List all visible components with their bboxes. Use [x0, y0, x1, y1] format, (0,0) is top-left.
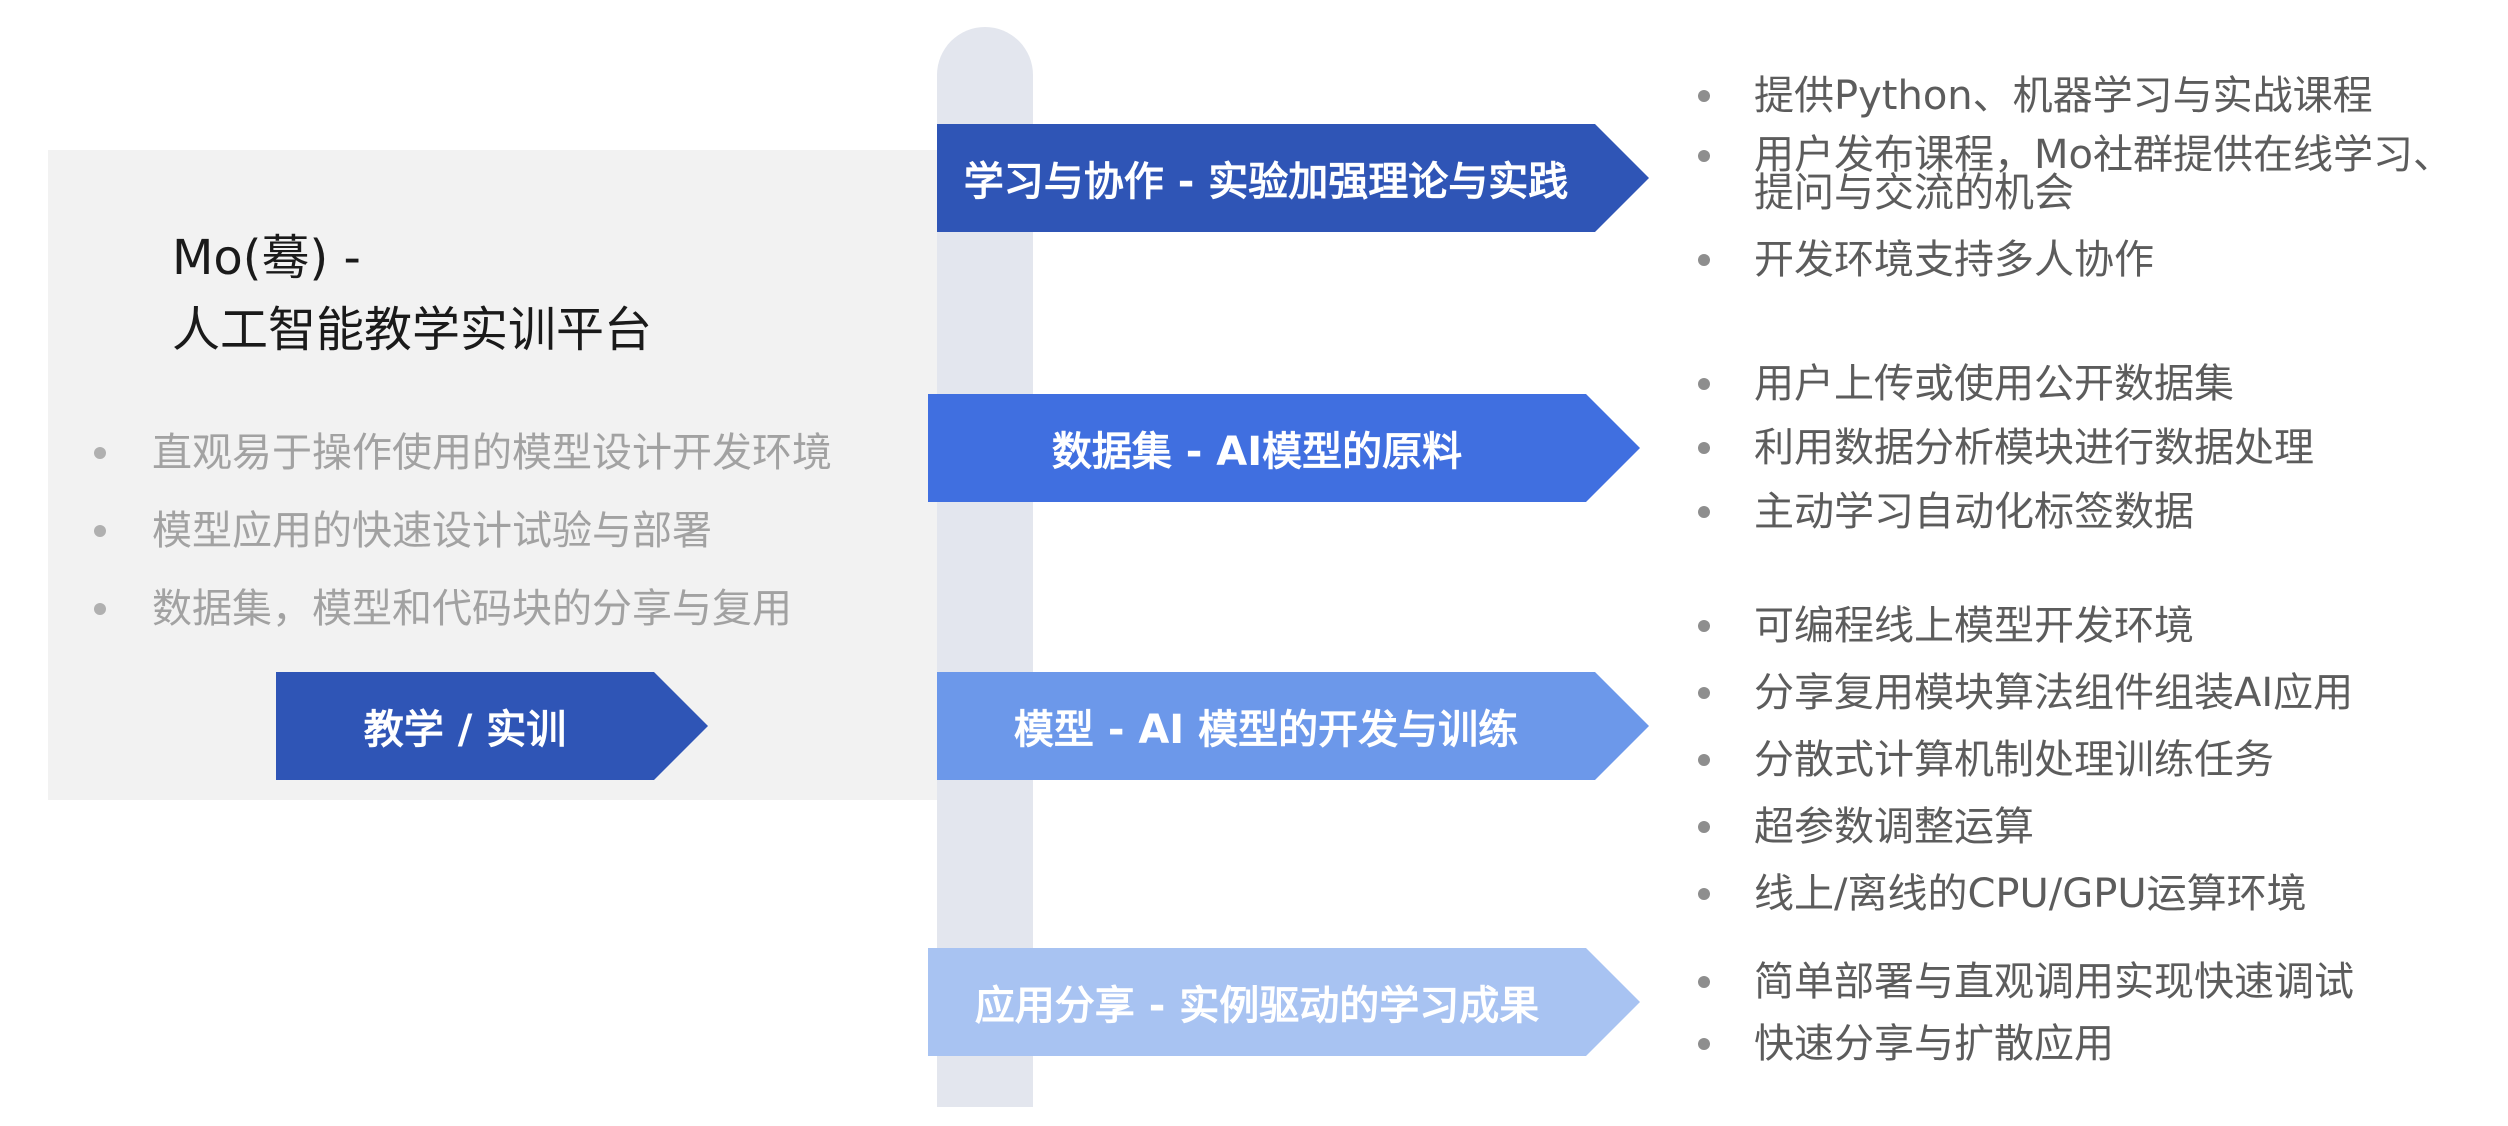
learning-bullet-item: 开发环境支持多人协作: [1690, 240, 2453, 280]
learning-bullet-line: 用户发布课程，Mo社群提供在线学习、: [1754, 132, 2453, 178]
model-bullet-item: 分散式计算机制处理训练任务: [1690, 740, 2353, 807]
stage-arrow-app-sharing: 应用分享 - 实例驱动的学习成果: [928, 948, 1640, 1056]
model-bullet-item: 可编程线上模型开发环境: [1690, 606, 2353, 673]
dataset-bullet-list: 用户上传或使用公开数据集 利用数据分析模块进行数据处理 主动学习自动化标签数据: [1690, 364, 2314, 556]
model-bullet-item: 分享复用模块算法组件组装AI应用: [1690, 673, 2353, 740]
learning-bullet-item: 提供Python、机器学习与实战课程: [1690, 76, 2453, 136]
learning-bullet-line: 提问与交流的机会: [1754, 170, 2074, 216]
dataset-bullet-item: 用户上传或使用公开数据集: [1690, 364, 2314, 428]
dataset-bullet-item: 利用数据分析模块进行数据处理: [1690, 428, 2314, 492]
platform-feature-list: 直观易于操作使用的模型设计开发环境 模型应用的快速设计试验与部署 数据集，模型和…: [92, 422, 832, 656]
dataset-bullet-item: 主动学习自动化标签数据: [1690, 492, 2314, 556]
stage-arrow-learning: 学习与协作 - 实验加强理论与实践: [937, 124, 1649, 232]
platform-feature-item: 直观易于操作使用的模型设计开发环境: [92, 422, 832, 500]
platform-title-line2: 人工智能教学实训平台: [172, 302, 653, 358]
learning-bullet-list: 提供Python、机器学习与实战课程 用户发布课程，Mo社群提供在线学习、提问与…: [1690, 76, 2453, 280]
app-sharing-bullet-item: 简单部署与直观调用实现快速调试: [1690, 962, 2354, 1024]
stage-arrow-dataset: 数据集 - AI模型的原料: [928, 394, 1640, 502]
app-sharing-bullet-item: 快速分享与扩散应用: [1690, 1024, 2354, 1086]
model-bullet-item: 线上/离线的CPU/GPU运算环境: [1690, 874, 2353, 941]
learning-bullet-item: 用户发布课程，Mo社群提供在线学习、提问与交流的机会: [1690, 135, 2453, 240]
model-bullet-item: 超参数调整运算: [1690, 807, 2353, 874]
stage-arrow-model: 模型 - AI 模型的开发与训练: [937, 672, 1649, 780]
platform-feature-item: 数据集，模型和代码块的分享与复用: [92, 578, 832, 656]
platform-title: Mo(蓦) - 人工智能教学实训平台: [172, 222, 652, 366]
platform-title-line1: Mo(蓦) -: [172, 230, 361, 286]
teaching-training-arrow: 教学 / 实训: [276, 672, 708, 780]
platform-feature-item: 模型应用的快速设计试验与部署: [92, 500, 832, 578]
app-sharing-bullet-list: 简单部署与直观调用实现快速调试 快速分享与扩散应用: [1690, 962, 2354, 1086]
model-bullet-list: 可编程线上模型开发环境 分享复用模块算法组件组装AI应用 分散式计算机制处理训练…: [1690, 606, 2353, 941]
